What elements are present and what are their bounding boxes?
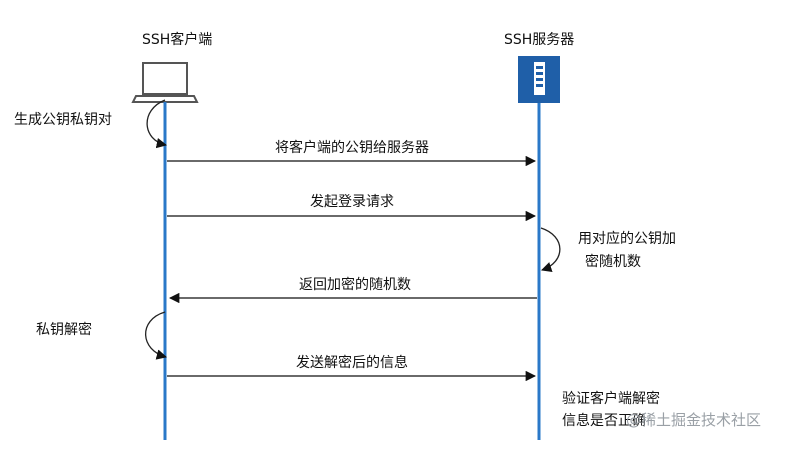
send-pubkey-label: 将客户端的公钥给服务器 <box>275 139 429 156</box>
return-random-label: 返回加密的随机数 <box>299 276 411 293</box>
decrypt-label: 私钥解密 <box>36 321 92 338</box>
encrypt-label-line1: 用对应的公钥加 <box>578 230 676 247</box>
server-title: SSH服务器 <box>504 32 574 48</box>
laptop-icon <box>131 62 199 103</box>
verify-label-line1: 验证客户端解密 <box>562 390 660 407</box>
login-request-label: 发起登录请求 <box>310 194 394 210</box>
encrypt-label-line2: 密随机数 <box>585 253 641 270</box>
self-loop-encrypt <box>540 227 561 272</box>
client-title: SSH客户端 <box>142 31 212 48</box>
gen-keys-label: 生成公钥私钥对 <box>14 112 112 128</box>
verify-label-line2: 信息是否正确 <box>562 412 646 429</box>
self-loop-decrypt <box>144 311 168 360</box>
server-icon <box>518 56 560 103</box>
watermark: @稀土掘金技术社区 <box>626 411 761 429</box>
send-decrypted-label: 发送解密后的信息 <box>296 354 408 371</box>
self-loop-gen-keys <box>146 99 168 149</box>
